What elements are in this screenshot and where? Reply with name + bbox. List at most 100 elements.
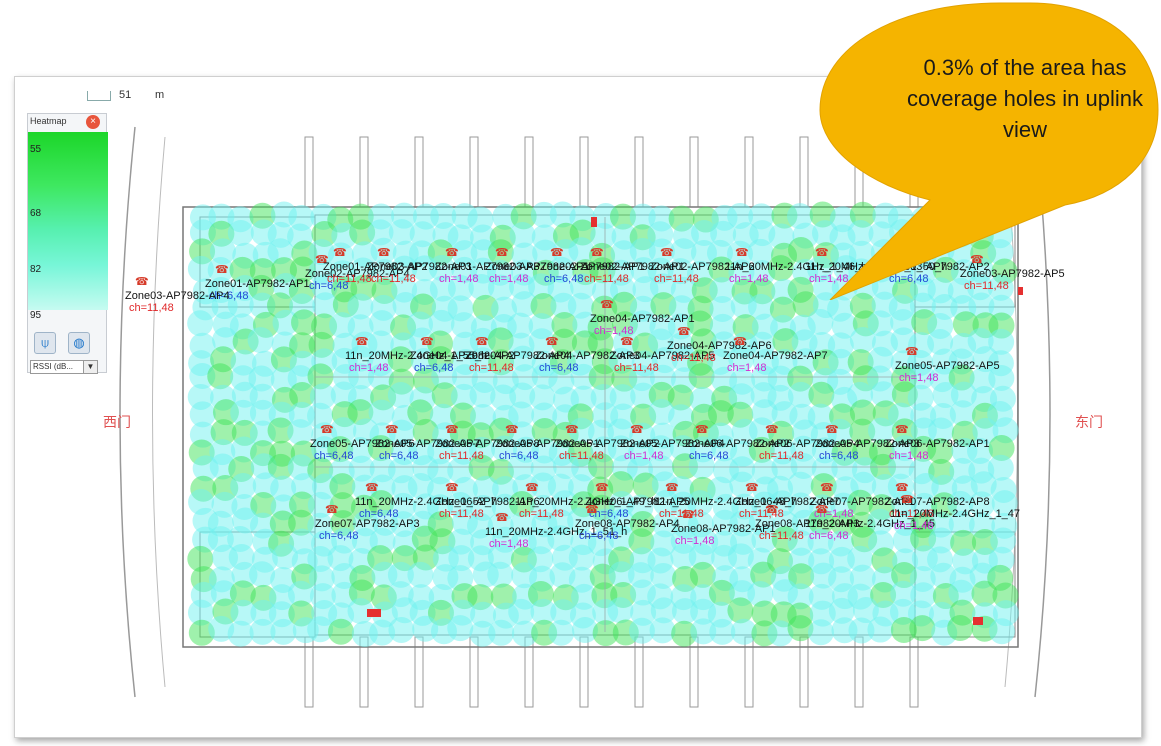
ap-label[interactable]: 11n_20MHz-2.4GHz_1_52_h — [355, 496, 497, 508]
ap-antenna-icon[interactable]: ☎ — [895, 481, 909, 494]
ap-label[interactable]: Zone04-AP7982-AP7 — [723, 350, 828, 362]
ap-label[interactable]: Zone04-AP7982-AP2 — [410, 350, 515, 362]
ap-label[interactable]: Zone02-AP7982-AP1 — [580, 261, 685, 273]
floor-plan[interactable]: 西门 东门 ☎Zone01-AP7982-AP1ch=6,48☎Zone02-A… — [15, 77, 1141, 737]
ap-label[interactable]: Zone05-AP7982-AP3 — [815, 438, 920, 450]
ap-antenna-icon[interactable]: ☎ — [320, 423, 334, 436]
ap-label[interactable]: Zone06-AP7982-AP4 — [755, 438, 860, 450]
ap-label[interactable]: Zone02-AP7982-AP4 — [305, 268, 410, 280]
ap-antenna-icon[interactable]: ☎ — [495, 511, 509, 524]
ap-label[interactable]: Zone06-AP7982-AP2 — [685, 438, 790, 450]
ap-antenna-icon[interactable]: ☎ — [895, 246, 909, 259]
ap-label[interactable]: 11n_20MHz-2.4GHz_1_45 — [805, 518, 935, 530]
ap-antenna-icon[interactable]: ☎ — [565, 423, 579, 436]
ap-label[interactable]: 11n_20MHz-2.4GHz_1_51_h — [485, 526, 627, 538]
chevron-down-icon[interactable]: ▼ — [83, 361, 97, 373]
globe-icon[interactable]: ◍ — [68, 332, 90, 354]
ap-antenna-icon[interactable]: ☎ — [745, 481, 759, 494]
ap-antenna-icon[interactable]: ☎ — [765, 503, 779, 516]
ap-antenna-icon[interactable]: ☎ — [333, 246, 347, 259]
ap-label[interactable]: Zone04-AP7982-AP5 — [610, 350, 715, 362]
ap-antenna-icon[interactable]: ☎ — [377, 246, 391, 259]
ap-antenna-icon[interactable]: ☎ — [445, 423, 459, 436]
ap-antenna-icon[interactable]: ☎ — [590, 246, 604, 259]
ap-antenna-icon[interactable]: ☎ — [420, 335, 434, 348]
ap-label[interactable]: Zone05-AP7982-AP7 — [375, 438, 480, 450]
ap-antenna-icon[interactable]: ☎ — [585, 503, 599, 516]
ap-antenna-icon[interactable]: ☎ — [600, 298, 614, 311]
ap-antenna-icon[interactable]: ☎ — [815, 503, 829, 516]
ap-antenna-icon[interactable]: ☎ — [630, 423, 644, 436]
ap-signal-icon[interactable]: ⍦ — [34, 332, 56, 354]
ap-label[interactable]: Zone08-AP7982-AP1 — [671, 523, 776, 535]
ap-marker[interactable]: ☎11n_20MHz-2.4GHz_1_49_hch=11,48 — [515, 481, 657, 520]
ap-antenna-icon[interactable]: ☎ — [545, 335, 559, 348]
ap-antenna-icon[interactable]: ☎ — [820, 481, 834, 494]
ap-antenna-icon[interactable]: ☎ — [895, 423, 909, 436]
ap-antenna-icon[interactable]: ☎ — [765, 423, 779, 436]
ap-label[interactable]: 11n_20MHz-2.4GHz_1_48_h — [655, 496, 797, 508]
ap-antenna-icon[interactable]: ☎ — [355, 335, 369, 348]
ap-antenna-icon[interactable]: ☎ — [825, 423, 839, 436]
ap-label[interactable]: Zone06-AP7982-AP6 — [435, 496, 540, 508]
ap-label[interactable]: 11n_20MHz-2.4GHz_1_49_h — [515, 496, 657, 508]
ap-antenna-icon[interactable]: ☎ — [660, 246, 674, 259]
ap-antenna-icon[interactable]: ☎ — [905, 345, 919, 358]
ap-marker[interactable]: ☎11n_20MHz-2.4GHz_1_55_hch=1,48 — [345, 335, 487, 374]
ap-label[interactable]: Zone07-AP7982-AP8 — [885, 496, 990, 508]
ap-label[interactable]: 11n_20MHz-2.4GHz_1_47 — [890, 508, 1020, 520]
ap-label[interactable]: Zone02-AP7982-AP1 — [540, 261, 645, 273]
ap-antenna-icon[interactable]: ☎ — [495, 246, 509, 259]
ap-label[interactable]: Zone02-AP7982-AP6 — [650, 261, 755, 273]
ap-antenna-icon[interactable]: ☎ — [445, 246, 459, 259]
ap-label[interactable]: Zone05-AP7982-AP2 — [555, 438, 660, 450]
ap-label[interactable]: Zone03-AP7982-AP1 — [485, 261, 590, 273]
ap-label[interactable]: Zone01-AP7982-AP3 — [435, 261, 540, 273]
ap-antenna-icon[interactable]: ☎ — [677, 325, 691, 338]
ap-marker[interactable]: ☎11n_20MHz-2.4GHz_1_52_hch=6,48 — [355, 481, 497, 520]
ap-label[interactable]: Zone06-AP7982-AP7 — [735, 496, 840, 508]
ap-label[interactable]: Zone03-AP7982-AP4 — [125, 290, 230, 302]
ap-label[interactable]: Zone08-AP7982-AP4 — [575, 518, 680, 530]
ap-label[interactable]: Zone04-AP7982-AP3 — [535, 350, 640, 362]
ap-antenna-icon[interactable]: ☎ — [315, 253, 329, 266]
ap-antenna-icon[interactable]: ☎ — [681, 508, 695, 521]
ap-label[interactable]: Zone08-AP7982-AP3 — [755, 518, 860, 530]
ap-antenna-icon[interactable]: ☎ — [505, 423, 519, 436]
ap-label[interactable]: Zone01-AP7982-AP2 — [323, 261, 428, 273]
ap-antenna-icon[interactable]: ☎ — [525, 481, 539, 494]
ap-antenna-icon[interactable]: ☎ — [135, 275, 149, 288]
ap-antenna-icon[interactable]: ☎ — [815, 246, 829, 259]
ap-antenna-icon[interactable]: ☎ — [665, 481, 679, 494]
heatmap-legend-panel[interactable]: Heatmap × 55 68 82 95 ⍦ ◍ RSSI (dB... ▼ — [27, 113, 108, 374]
ap-antenna-icon[interactable]: ☎ — [445, 481, 459, 494]
ap-label[interactable]: Zone05-AP7982-AP4 — [620, 438, 725, 450]
ap-antenna-icon[interactable]: ☎ — [595, 481, 609, 494]
